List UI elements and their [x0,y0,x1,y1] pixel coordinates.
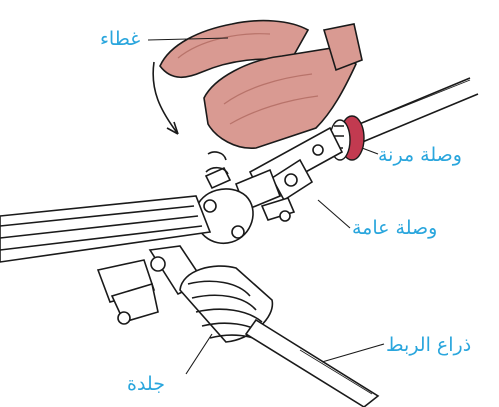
label-tie-rod: ذراع الربط [386,336,471,355]
rack-housing [0,196,210,324]
tie-rod [246,320,378,407]
label-cover: غطاء [100,30,140,49]
label-boot: جلدة [127,375,165,394]
label-flexible-coupling: وصلة مرنة [378,146,462,165]
label-universal-joint: وصلة عامة [352,219,437,238]
